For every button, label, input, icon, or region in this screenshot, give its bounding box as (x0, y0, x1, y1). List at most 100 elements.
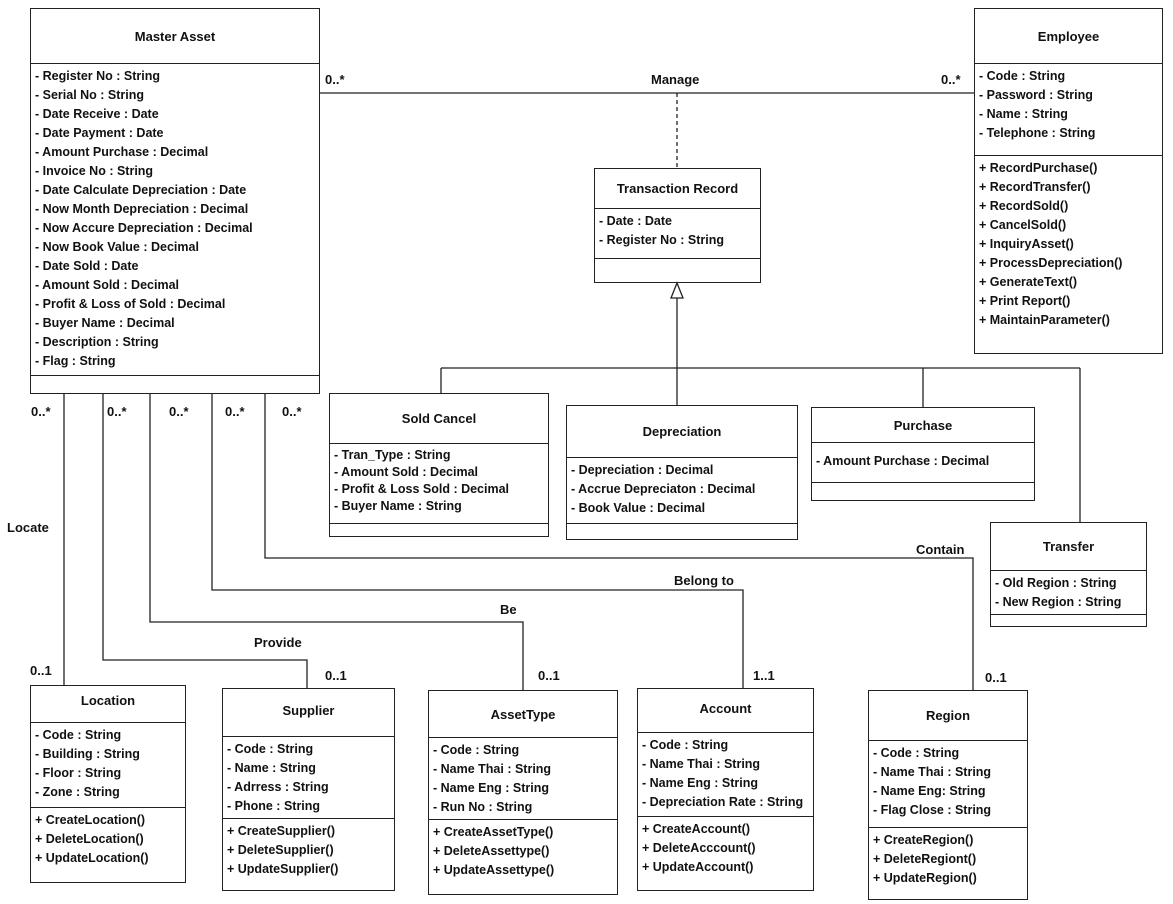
operation-line: + UpdateAssettype() (433, 863, 555, 877)
operation-line: + Print Report() (979, 294, 1071, 308)
attributes-section: - Tran_Type : String - Amount Sold : Deci… (330, 444, 548, 524)
attribute-line: - Depreciation : Decimal (571, 463, 714, 477)
operation-line: + DeleteSupplier() (227, 843, 334, 857)
attributes-section: - Amount Purchase : Decimal (812, 443, 1034, 483)
attribute-line: - Telephone : String (979, 126, 1096, 140)
operation-line: + CreateSupplier() (227, 824, 336, 838)
attribute-line: - Date Receive : Date (35, 107, 159, 121)
operations-section (812, 483, 1034, 500)
attribute-line: - Code : String (227, 742, 314, 756)
attribute-line: - Now Accure Depreciation : Decimal (35, 221, 253, 235)
multiplicity-region: 0..1 (985, 670, 1007, 685)
operation-line: + CreateRegion() (873, 833, 974, 847)
class-name: Region (869, 691, 1027, 741)
operation-line: + DeleteRegiont() (873, 852, 977, 866)
class-sold-cancel: Sold Cancel - Tran_Type : String - Amount… (329, 393, 549, 537)
class-name: AssetType (429, 691, 617, 738)
class-transaction-record: Transaction Record - Date : Date- Regist… (594, 168, 761, 283)
attribute-line: - Date : Date (599, 214, 672, 228)
class-name: Master Asset (31, 9, 319, 64)
operation-line: + RecordPurchase() (979, 161, 1098, 175)
attribute-line: - Book Value : Decimal (571, 501, 706, 515)
attribute-line: - Name Eng : String (642, 776, 758, 790)
generalization-arrowhead (670, 281, 684, 299)
attribute-line: - Building : String (35, 747, 140, 761)
class-region: Region - Code : String- Name Thai : Stri… (868, 690, 1028, 900)
class-name: Employee (975, 9, 1162, 64)
class-master-asset: Master Asset - Register No : String- Ser… (30, 8, 320, 394)
attributes-section: - Code : String- Name : String- Adrress … (223, 737, 394, 819)
operations-section: + CreateSupplier()+ DeleteSupplier()+ Up… (223, 819, 394, 890)
class-employee: Employee - Code : String- Password : Str… (974, 8, 1163, 354)
attribute-line: - Phone : String (227, 799, 321, 813)
provide-label: Provide (254, 635, 302, 650)
attribute-line: - Buyer Name : String (334, 499, 462, 513)
multiplicity-assettype: 0..1 (538, 668, 560, 683)
operation-line: + RecordTransfer() (979, 180, 1091, 194)
multiplicity-location: 0..1 (30, 663, 52, 678)
operations-section (31, 376, 319, 393)
operation-line: + CreateAccount() (642, 822, 751, 836)
operation-line: + InquiryAsset() (979, 237, 1074, 251)
attribute-line: - Amount Sold : Decimal (334, 465, 478, 479)
attribute-line: - Amount Purchase : Decimal (35, 145, 209, 159)
attributes-section: - Code : String- Name Thai : String- Nam… (869, 741, 1027, 828)
attribute-line: - Run No : String (433, 800, 533, 814)
attribute-line: - Date Calculate Depreciation : Date (35, 183, 247, 197)
attribute-line: - Name Eng : String (433, 781, 549, 795)
operations-section: + RecordPurchase()+ RecordTransfer()+ Re… (975, 156, 1162, 353)
attributes-section: - Register No : String- Serial No : Stri… (31, 64, 319, 376)
operations-section (991, 615, 1146, 626)
attribute-line: - Floor : String (35, 766, 122, 780)
class-name: Supplier (223, 689, 394, 737)
multiplicity-asset-be: 0..* (169, 404, 189, 419)
class-name: Sold Cancel (330, 394, 548, 444)
attributes-section: - Date : Date- Register No : String (595, 209, 760, 259)
operation-line: + UpdateLocation() (35, 851, 149, 865)
attribute-line: - Name Eng: String (873, 784, 986, 798)
class-name: Account (638, 689, 813, 733)
attribute-line: - Accrue Depreciaton : Decimal (571, 482, 756, 496)
class-transfer: Transfer - Old Region : String- New Regi… (990, 522, 1147, 627)
class-account: Account - Code : String - Name Thai : Str… (637, 688, 814, 891)
operations-section: + CreateAssetType()+ DeleteAssettype()+ … (429, 820, 617, 894)
operation-line: + UpdateAccount() (642, 860, 754, 874)
operation-line: + UpdateRegion() (873, 871, 977, 885)
attribute-line: - Buyer Name : Decimal (35, 316, 175, 330)
attribute-line: - Now Book Value : Decimal (35, 240, 199, 254)
attribute-line: - Old Region : String (995, 576, 1117, 590)
attribute-line: - Tran_Type : String (334, 448, 451, 462)
attributes-section: - Code : String- Building : String- Floo… (31, 723, 185, 808)
multiplicity-manage-right: 0..* (941, 72, 961, 87)
class-name: Transfer (991, 523, 1146, 571)
attribute-line: - Code : String (642, 738, 729, 752)
class-name: Purchase (812, 408, 1034, 443)
attribute-line: - Code : String (979, 69, 1066, 83)
locate-label: Locate (7, 520, 49, 535)
class-name: Location (31, 686, 185, 723)
multiplicity-asset-contain: 0..* (282, 404, 302, 419)
attribute-line: - Code : String (873, 746, 960, 760)
attributes-section: - Code : String - Name Thai : String - Nam… (638, 733, 813, 817)
class-supplier: Supplier - Code : String- Name : String-… (222, 688, 395, 891)
operations-section (567, 524, 797, 539)
attribute-line: - Name Thai : String (642, 757, 761, 771)
operations-section: + CreateLocation()+ DeleteLocation()+ Up… (31, 808, 185, 880)
attribute-line: - Adrress : String (227, 780, 329, 794)
belong-to-label: Belong to (674, 573, 734, 588)
attributes-section: - Old Region : String- New Region : Stri… (991, 571, 1146, 615)
operation-line: + CancelSold() (979, 218, 1067, 232)
be-association-line (149, 393, 524, 690)
attribute-line: - Flag : String (35, 354, 116, 368)
class-name: Transaction Record (595, 169, 760, 209)
operations-section (330, 524, 548, 536)
multiplicity-asset-provide: 0..* (107, 404, 127, 419)
attribute-line: - Zone : String (35, 785, 120, 799)
attribute-line: - Invoice No : String (35, 164, 154, 178)
attribute-line: - Date Payment : Date (35, 126, 164, 140)
attribute-line: - Name Thai : String (433, 762, 552, 776)
attribute-line: - Profit & Loss Sold : Decimal (334, 482, 510, 496)
attribute-line: - Code : String (433, 743, 520, 757)
contain-label: Contain (916, 542, 965, 557)
